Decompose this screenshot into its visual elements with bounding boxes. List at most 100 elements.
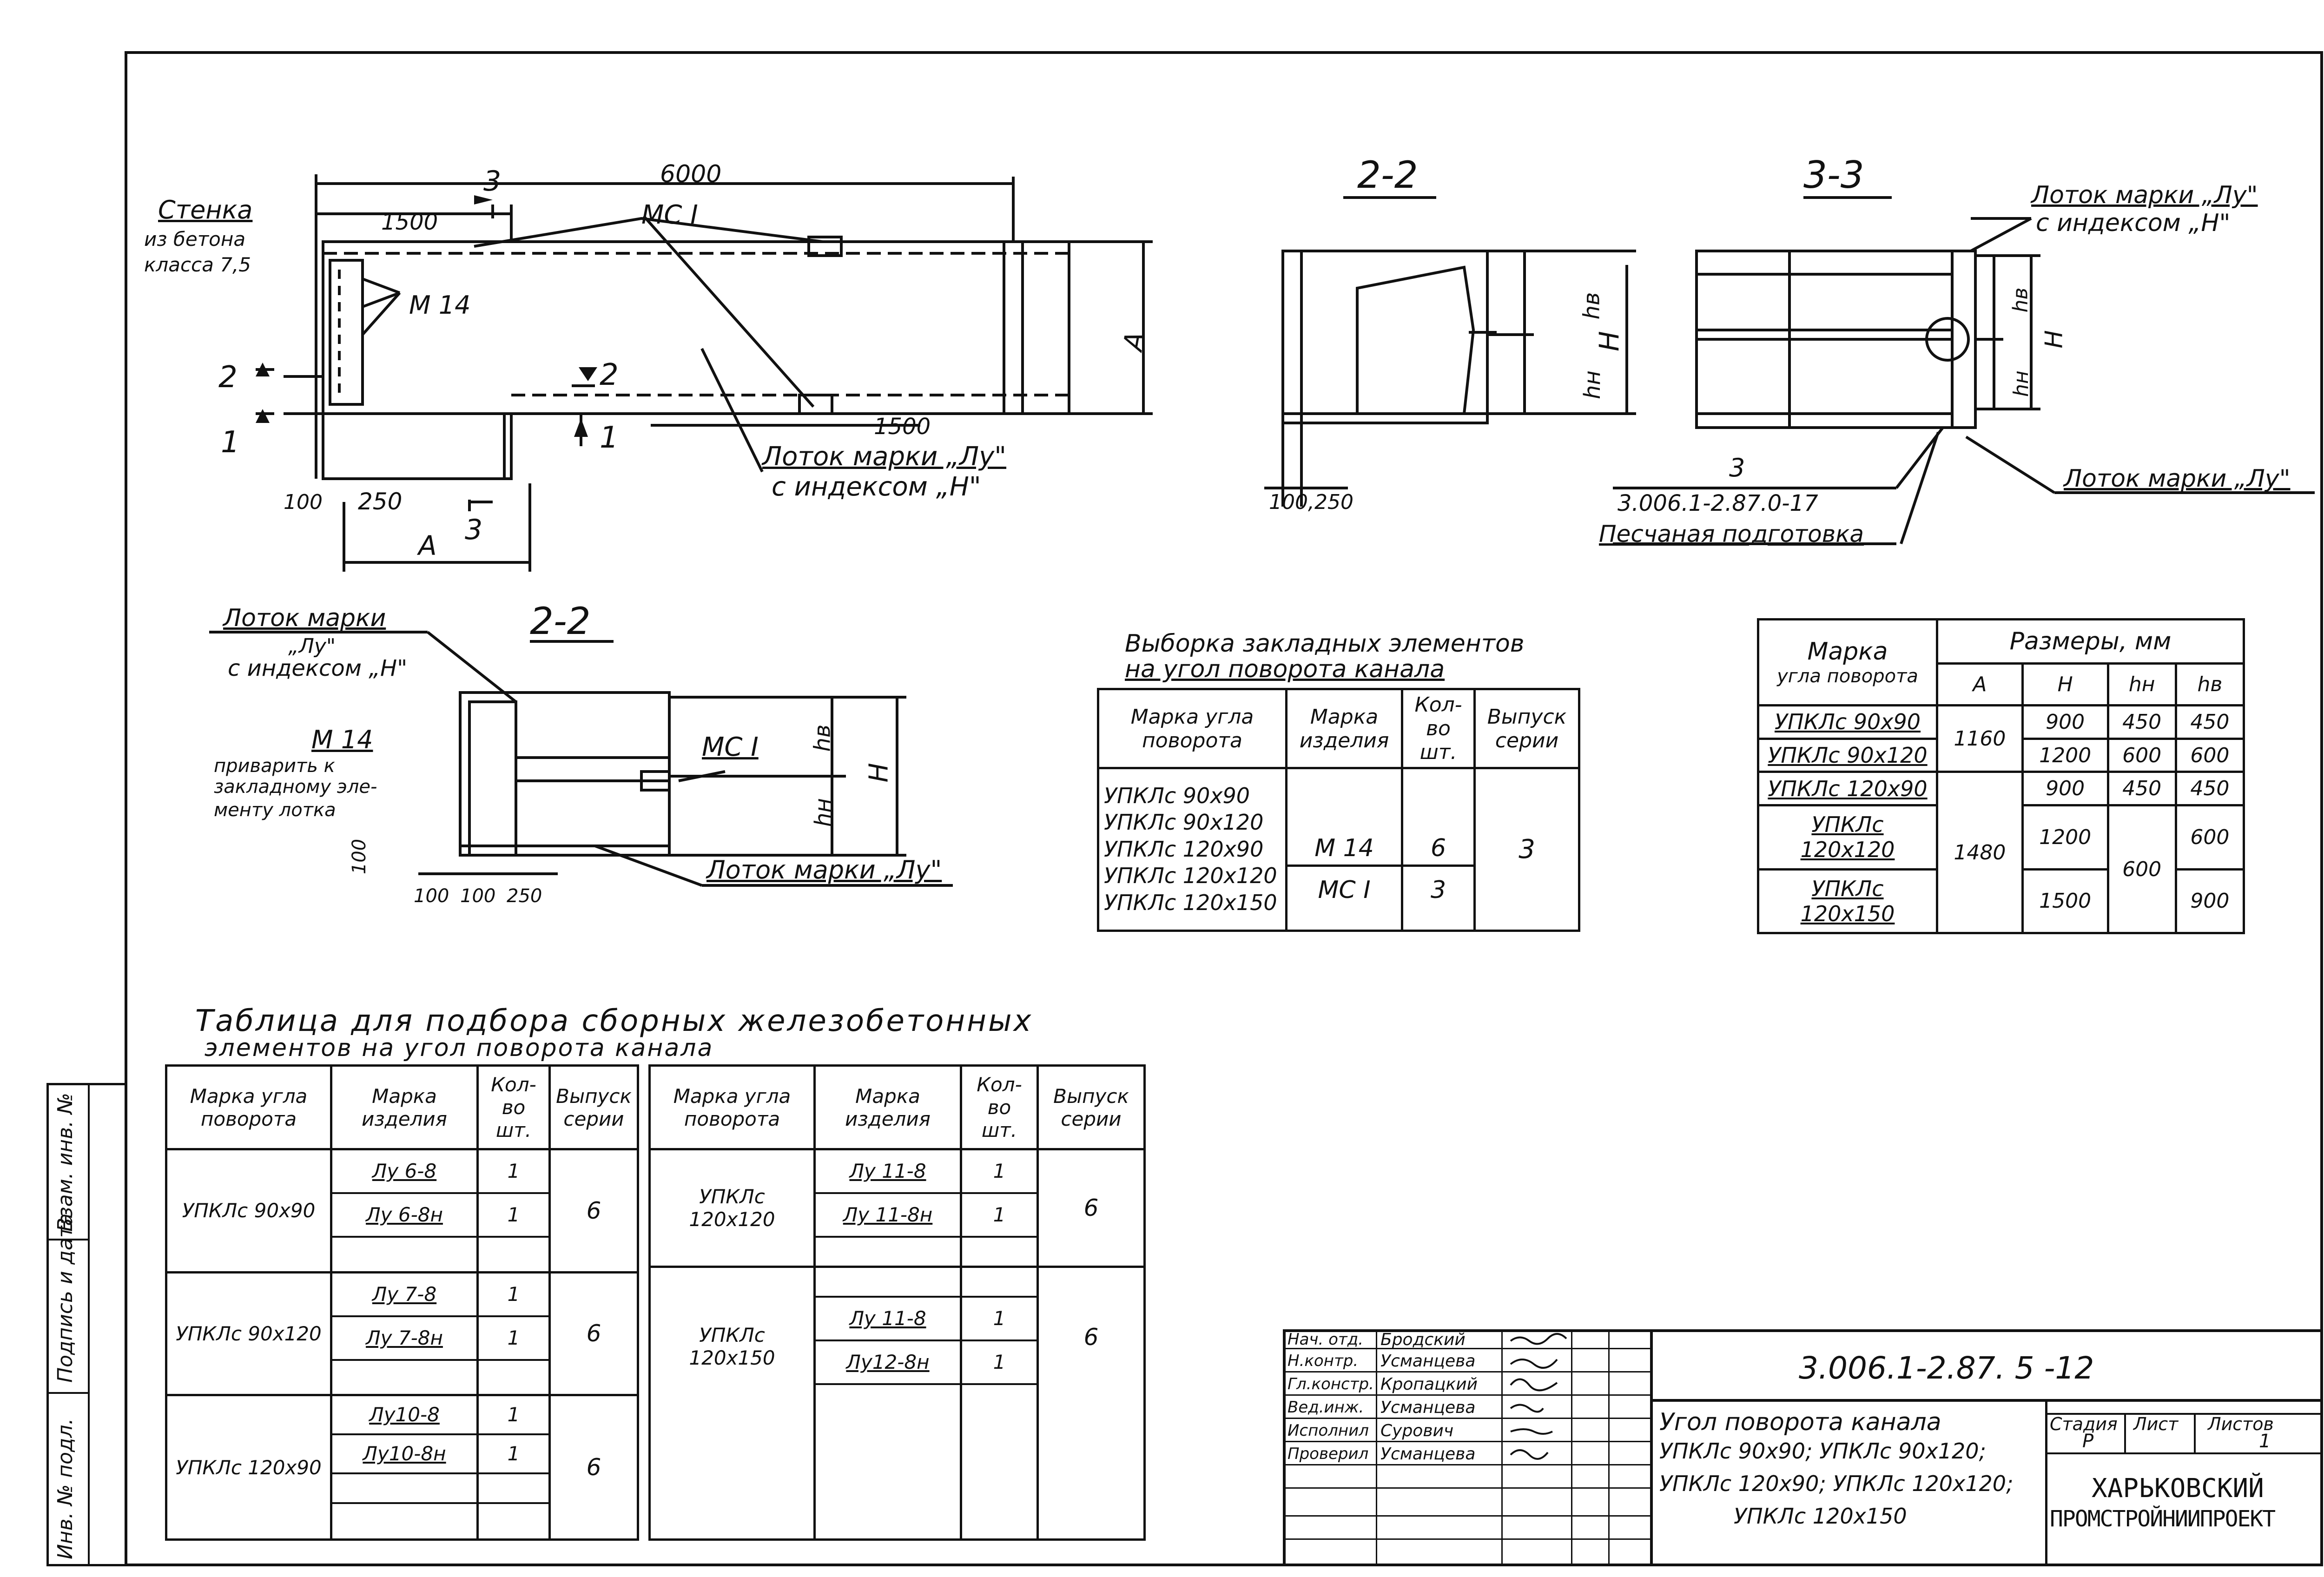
plan-section-2-left: 2 [218, 360, 238, 395]
prefab-item: Лу 7-8 [332, 1273, 476, 1317]
dims-row-H: 1500 [2021, 868, 2109, 935]
prefab-header-mark: Марка угла поворота [165, 1064, 332, 1150]
dims-row-mark: УПКЛс 90х90 [1757, 704, 1938, 740]
dims-header-H: H [2021, 662, 2109, 706]
section22-bottom-tray-2: „Лу" [288, 634, 336, 658]
embedded-item-mc1: МС I [1318, 876, 1371, 904]
prefab-item: Лу 11-8 [816, 1298, 960, 1341]
section33-ref-sand: Песчаная подготовка [1599, 521, 1864, 548]
plan-dim-left: 1500 [381, 209, 438, 235]
section33-label-tray-h-2: с индексом „Н" [2036, 209, 2231, 237]
dims-row-mark: УПКЛс 120х150 [1757, 868, 1938, 935]
title-role: Нач. отд. [1287, 1330, 1364, 1349]
embedded-count-mc1: 3 [1431, 876, 1446, 904]
section33-H: H [2040, 330, 2068, 349]
prefab-header-issue: Выпуск серии [1037, 1064, 1146, 1150]
prefab-group-mark: УПКЛс 90х90 [165, 1148, 332, 1273]
prefab-header-issue: Выпуск серии [548, 1064, 639, 1150]
prefab-count: 1 [479, 1273, 548, 1317]
plan-label-wall-2: из бетона [144, 228, 246, 251]
prefab-count: 1 [962, 1150, 1037, 1194]
prefab-item: Лу12-8н [816, 1341, 960, 1385]
section22-top-H: H [1593, 331, 1625, 351]
section22-bottom-tray-1: Лоток марки [223, 604, 386, 632]
title-block: Нач. отд. Бродский Н.контр. Усманцева Гл… [1283, 1329, 2323, 1566]
embedded-table: Марка угла поворота Марка изделия Кол-во… [1097, 688, 1580, 932]
embedded-header-issue: Выпуск серии [1473, 688, 1580, 769]
section22-bottom-dim-100-left: 100 [349, 838, 370, 875]
dims-header-sizes: Размеры, мм [1936, 618, 2245, 665]
dims-row-H: 900 [2021, 771, 2109, 807]
dims-A-1: 1160 [1936, 704, 2024, 773]
plan-dim-bottom: 1500 [874, 414, 931, 440]
section33-hn: hн [2009, 370, 2033, 397]
section22-bottom-tray-3: с индексом „Н" [228, 655, 408, 681]
section33-label-tray-h-1: Лоток марки „Лу" [2031, 181, 2258, 209]
title-name: Усманцева [1380, 1398, 1476, 1417]
prefab-header-count: Кол-во шт. [476, 1064, 551, 1150]
section22-bottom-weld-2: закладному эле- [214, 776, 377, 798]
prefab-header-mark: Марка угла поворота [648, 1064, 816, 1150]
section22-bottom-title: 2-2 [530, 600, 591, 643]
prefab-header-item: Марка изделия [330, 1064, 479, 1150]
side-strip: Инв. № подл. Подпись и дата Взам. инв. № [46, 1083, 125, 1566]
prefab-issue: 6 [548, 1394, 639, 1541]
prefab-count: 1 [962, 1298, 1037, 1341]
title-doc-code: 3.006.1-2.87. 5 -12 [1799, 1350, 2094, 1386]
prefab-table-title-1: Таблица для подбора сборных железобетонн… [195, 1004, 1033, 1038]
prefab-item: Лу 11-8 [816, 1150, 960, 1194]
prefab-item: Лу10-8н [332, 1435, 476, 1475]
section22-bottom-dim-100b: 100 [460, 885, 496, 907]
title-org-1: ХАРЬКОВСКИЙ [2092, 1473, 2264, 1504]
dims-row-hv: 600 [2174, 737, 2245, 773]
plan-section-1-left: 1 [221, 425, 240, 460]
section22-bottom-H: H [864, 763, 894, 783]
embedded-count-m14: 6 [1403, 785, 1474, 867]
title-role: Проверил [1287, 1445, 1369, 1463]
prefab-count: 1 [962, 1341, 1037, 1385]
plan-section-3-bottom: 3 [465, 514, 483, 546]
embedded-mark: УПКЛс 120х120 [1104, 863, 1277, 889]
title-org-2: ПРОМСТРОЙНИИПРОЕКТ [2050, 1506, 2276, 1532]
prefab-table-title-2: элементов на угол поворота канала [205, 1034, 714, 1062]
prefab-item: Лу 11-8н [816, 1194, 960, 1238]
dims-row-mark: УПКЛс 90х120 [1757, 737, 1938, 773]
section22-bottom-weld-1: приварить к [214, 755, 335, 777]
section33-title: 3-3 [1803, 153, 1864, 197]
plan-dim-total: 6000 [660, 160, 722, 188]
title-line-1: Угол поворота канала [1659, 1408, 1941, 1436]
dims-row-mark: УПКЛс 120х90 [1757, 771, 1938, 807]
prefab-issue: 6 [548, 1271, 639, 1397]
prefab-item: Лу 7-8н [332, 1317, 476, 1361]
dims-header-A: А [1936, 662, 2024, 706]
section22-bottom-dim-250: 250 [507, 885, 542, 907]
plan-label-tray-2: с индексом „Н" [772, 472, 981, 502]
title-stage-label: Стадия [2050, 1414, 2118, 1434]
prefab-count: 1 [479, 1194, 548, 1238]
title-line-4: УПКЛс 120х150 [1734, 1504, 1907, 1529]
dims-table: Марка угла поворота Размеры, мм А H hн h… [1757, 618, 2245, 935]
dims-row-H: 1200 [2021, 737, 2109, 773]
dims-hn-merged: 600 [2106, 804, 2177, 934]
section22-top-title: 2-2 [1357, 153, 1418, 197]
embedded-table-title-2: на угол поворота канала [1125, 655, 1445, 683]
dims-header-mark: Марка [1807, 638, 1888, 666]
embedded-header-item: Марка изделия [1285, 688, 1404, 769]
prefab-header-count: Кол-во шт. [960, 1064, 1039, 1150]
dims-header-hv: hв [2174, 662, 2245, 706]
section22-bottom-mc1: МС I [702, 732, 759, 762]
title-role: Н.контр. [1287, 1352, 1359, 1370]
prefab-group-mark: УПКЛс 120х150 [648, 1266, 816, 1541]
dims-row-H: 1200 [2021, 804, 2109, 871]
title-stage: Р [2082, 1431, 2094, 1452]
dims-header-mark-2: угла поворота [1777, 666, 1918, 687]
title-role: Гл.констр. [1287, 1375, 1374, 1393]
plan-label-wall: Стенка [158, 195, 253, 224]
prefab-count: 1 [962, 1194, 1037, 1238]
section22-top-hn: hн [1579, 370, 1605, 399]
embedded-mark: УПКЛс 120х90 [1104, 836, 1264, 862]
prefab-count: 1 [479, 1396, 548, 1436]
title-role: Исполнил [1287, 1421, 1369, 1440]
section33-view [1613, 196, 2315, 545]
